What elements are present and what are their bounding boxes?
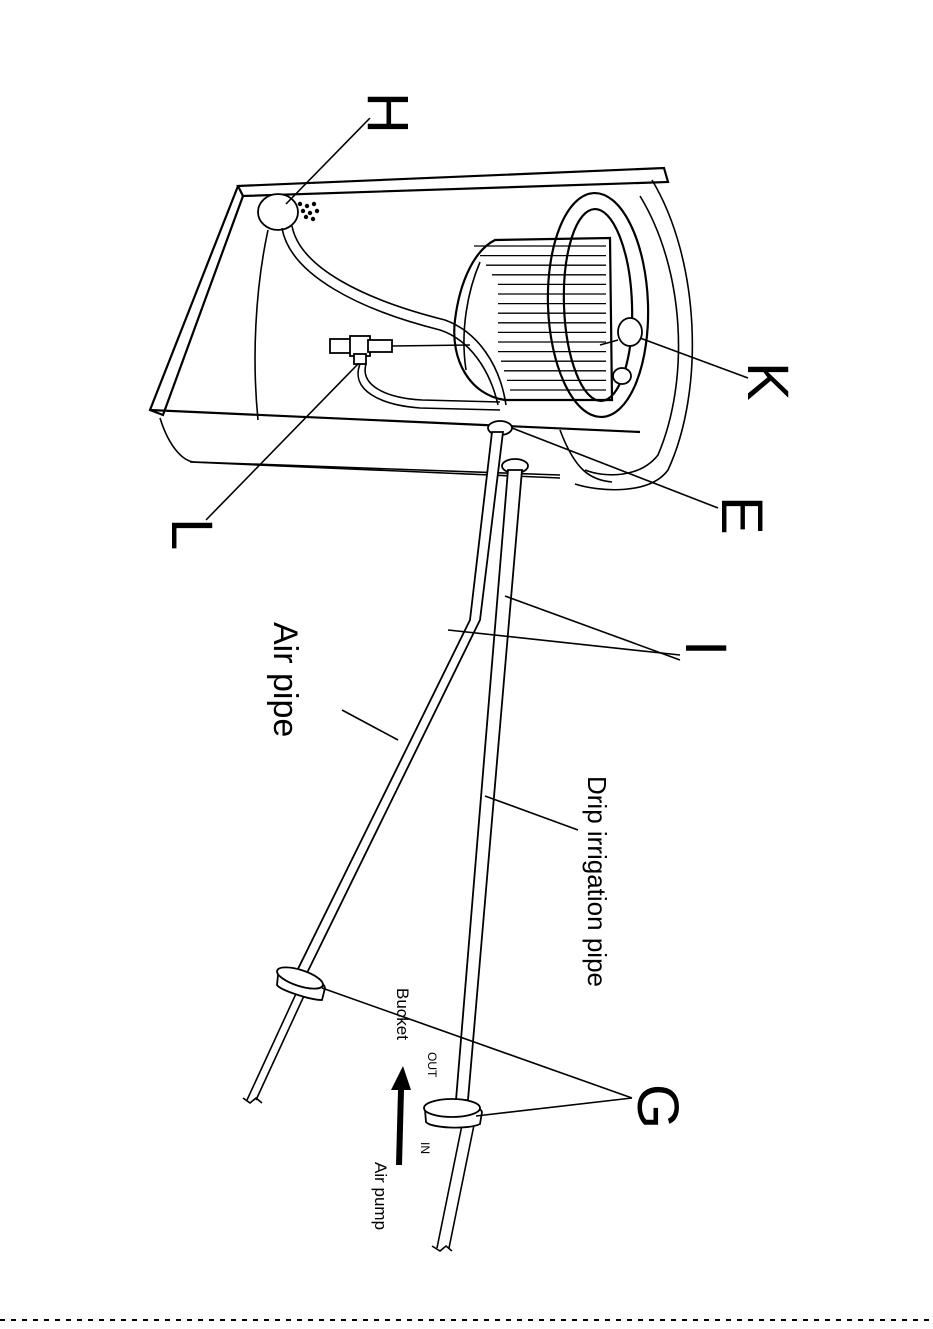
label-i: I (673, 640, 738, 656)
label-l: L (159, 518, 224, 550)
label-e: E (709, 496, 774, 535)
flow-arrow (391, 1066, 411, 1165)
label-h-text: H (355, 92, 420, 134)
air-stone-h (258, 194, 319, 230)
out-label: OUT (425, 1052, 439, 1078)
slatted-drum (454, 238, 612, 400)
label-k: K (735, 362, 800, 401)
t-connector-l (330, 336, 392, 364)
nozzle-k (600, 318, 642, 384)
label-l-text: L (159, 518, 224, 550)
label-e-text: E (709, 496, 774, 535)
label-g: G (625, 1084, 690, 1129)
air-pipe-label: Air pipe (266, 622, 304, 737)
label-g-text: G (625, 1084, 690, 1129)
label-i-text: I (673, 640, 738, 656)
drip-irrigation-pipe-label: Drip irrigation pipe (582, 776, 612, 987)
air-pump-label: Air pump (371, 1162, 390, 1230)
connector-g-drip (424, 1099, 482, 1128)
label-h: H (355, 92, 420, 134)
label-k-text: K (735, 362, 800, 401)
bucket-label: Bucket (393, 988, 412, 1040)
water-ring (544, 191, 652, 418)
in-label: IN (418, 1142, 432, 1154)
